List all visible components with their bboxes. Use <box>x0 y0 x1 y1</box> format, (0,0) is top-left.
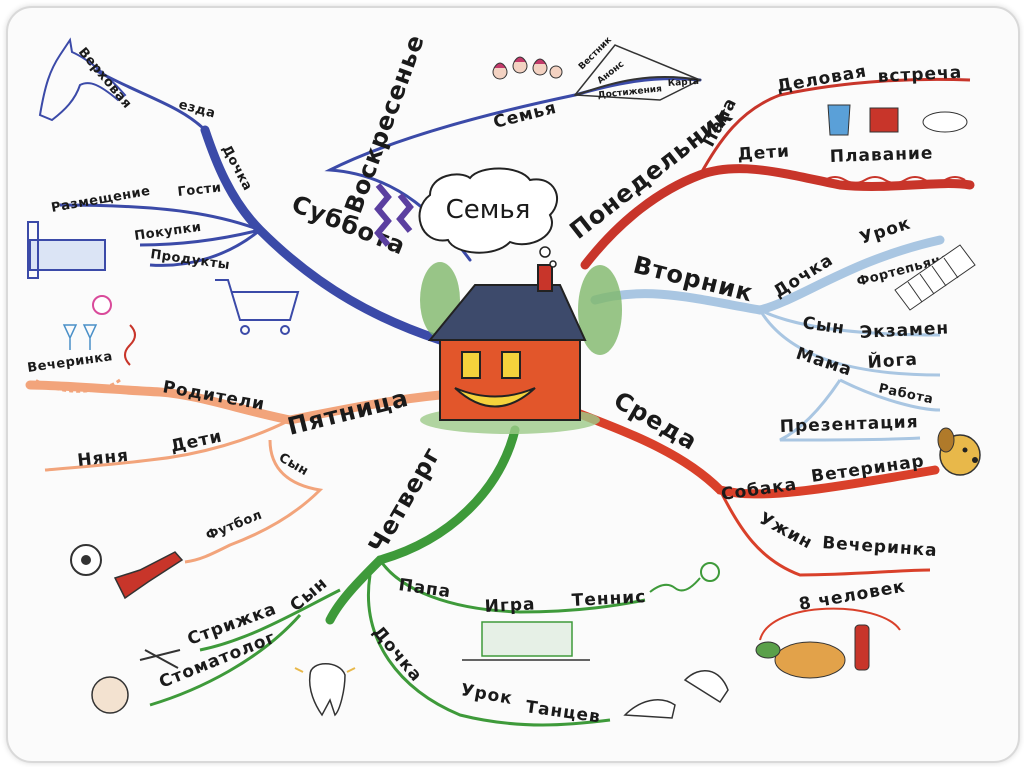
scissors-icon <box>91 649 181 714</box>
family-people-illustration <box>492 56 563 80</box>
tennis-racket-icon <box>649 562 720 593</box>
wave-decoration <box>824 176 966 184</box>
friday-item-nanny: Няня <box>76 446 130 471</box>
tooth-icon <box>294 663 356 717</box>
ribbon-illustration <box>374 183 414 247</box>
party-glasses-icon <box>62 295 136 366</box>
branch-saturday-shopping <box>139 228 261 267</box>
branch-friday-son <box>184 439 324 564</box>
tuesday-item-lesson: Урок <box>857 214 913 249</box>
branch-sunday-kite <box>574 76 701 96</box>
center-house <box>420 262 622 434</box>
friday-item-party: Вечеринка <box>26 349 113 376</box>
tuesday-item-son: Сын <box>801 313 846 339</box>
friday-item-son: Сын <box>276 450 311 479</box>
thursday-item-daughter: Дочка <box>368 622 426 686</box>
branch-monday <box>580 164 975 270</box>
saturday-item-guests: Гости <box>177 180 222 200</box>
monday-item-children: Дети <box>737 141 791 165</box>
branch-saturday <box>200 125 445 345</box>
sunday-map-item-4: Карта <box>668 77 700 89</box>
branch-wednesday-dinner <box>718 489 931 577</box>
saturday-item-riding-2: езда <box>177 97 217 121</box>
branch-friday-children <box>44 418 291 472</box>
wednesday-item-party: Вечеринка <box>822 533 939 561</box>
day-friday: Пятница <box>285 384 412 441</box>
branch-tuesday-pres <box>779 379 921 442</box>
shopping-cart-icon <box>215 279 300 335</box>
tuesday-item-presentation: Презентация <box>779 412 918 437</box>
tennis-net-icon <box>462 621 590 661</box>
dog-icon <box>937 427 981 476</box>
branch-friday <box>25 380 445 425</box>
monday-item-swimming: Плавание <box>829 143 933 167</box>
friday-item-parents: Родители <box>161 377 266 415</box>
bed-icon <box>27 221 106 279</box>
center-label: Семья <box>446 195 531 225</box>
thursday-item-dad: Папа <box>397 575 452 602</box>
thursday-item-lesson: Урок <box>459 680 514 709</box>
friday-item-football: Футбол <box>204 508 265 544</box>
tuesday-item-yoga: Йога <box>867 348 919 373</box>
monday-item-meeting: встреча <box>877 63 962 87</box>
thursday-item-tennis: Теннис <box>571 587 647 611</box>
saturday-item-riding: Верховая <box>75 45 135 112</box>
piano-keys-icon <box>894 244 976 311</box>
tuesday-item-mom: Мама <box>793 344 854 381</box>
kite-illustration <box>573 44 702 101</box>
branch-thursday-dad <box>378 559 646 614</box>
saturday-item-groceries: Продукты <box>149 247 231 273</box>
center-cloud <box>418 167 559 268</box>
branch-tuesday-mom <box>758 309 941 412</box>
thursday-item-son: Сын <box>286 573 331 616</box>
thursday-item-game: Игра <box>484 594 536 617</box>
dinner-food-icon <box>755 607 901 679</box>
saturday-item-shopping: Покупки <box>133 220 202 244</box>
horse-icon <box>38 37 127 122</box>
saturday-item-hosting: Размещение <box>50 184 151 216</box>
sunday-family: Семья <box>491 98 558 133</box>
branch-thursday-son <box>149 588 341 707</box>
wednesday-item-dog: Собака <box>720 474 799 504</box>
wednesday-item-dinner: Ужин <box>756 509 816 554</box>
branch-thursday-daughter <box>367 574 611 727</box>
branch-monday-dad <box>698 77 971 176</box>
football-icon <box>70 544 184 600</box>
dance-shoes-icon <box>623 670 729 719</box>
branch-tuesday-son <box>759 308 941 337</box>
branch-saturday-guests <box>59 203 261 232</box>
monday-item-business: Деловая <box>775 61 868 96</box>
tuesday-item-exam: Экзамен <box>859 318 949 343</box>
branch-thursday <box>325 425 520 625</box>
branch-friday-party <box>34 378 121 393</box>
branch-sunday <box>324 77 702 262</box>
swimsuit-icon <box>827 104 968 136</box>
